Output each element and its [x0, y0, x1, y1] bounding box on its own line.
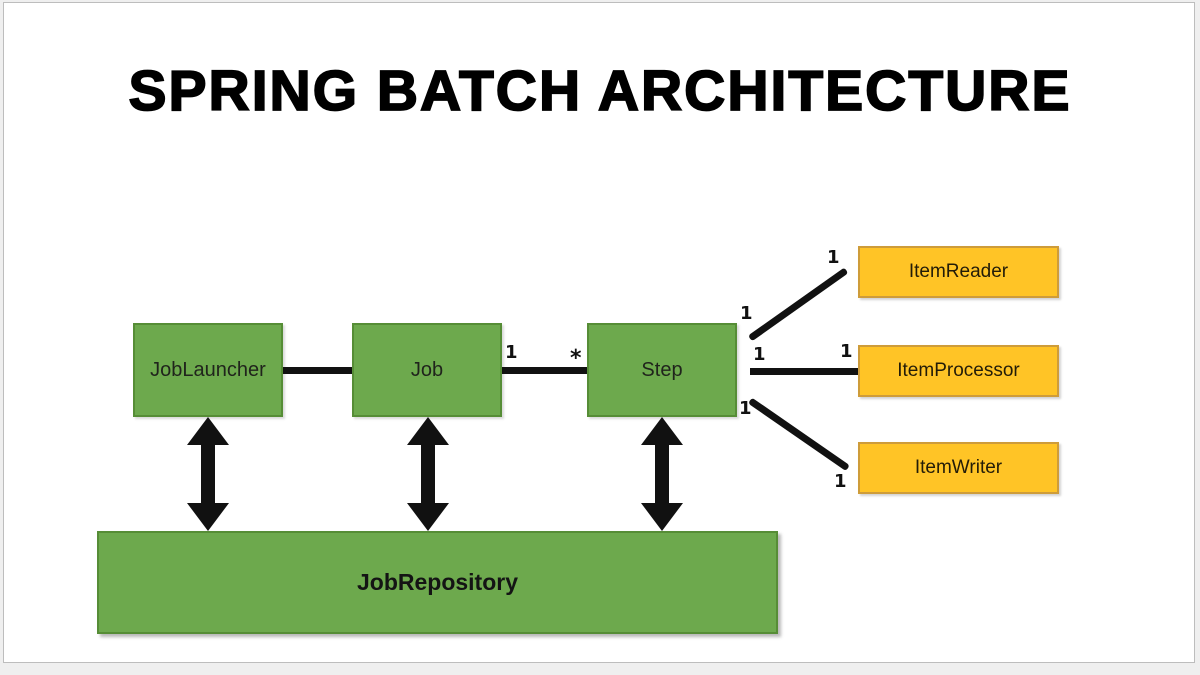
page-title: SPRING BATCH ARCHITECTURE — [128, 59, 1072, 123]
step-label: Step — [641, 358, 683, 381]
job-label: Job — [410, 358, 444, 381]
job-launcher-label: JobLauncher — [150, 358, 266, 381]
multiplicity-step-reader-far: 1 — [827, 247, 840, 268]
connector-step-writer — [748, 397, 850, 472]
item-processor-box: ItemProcessor — [858, 345, 1059, 397]
item-writer-label: ItemWriter — [914, 457, 1003, 478]
connector-step-reader — [747, 267, 849, 342]
item-reader-label: ItemReader — [908, 261, 1009, 282]
multiplicity-step-reader-near: 1 — [740, 303, 753, 324]
job-repository-box: JobRepository — [97, 531, 778, 634]
item-processor-label: ItemProcessor — [897, 360, 1020, 381]
connector-job-step — [502, 367, 587, 374]
double-arrow-launcher-repository-icon — [187, 417, 229, 531]
item-writer-box: ItemWriter — [858, 442, 1059, 494]
connector-launcher-job — [283, 367, 352, 374]
step-box: Step — [587, 323, 737, 417]
multiplicity-step-writer-near: 1 — [739, 398, 752, 419]
multiplicity-step-processor-far: 1 — [840, 341, 853, 362]
connector-step-processor — [750, 368, 858, 375]
double-arrow-step-repository-icon — [641, 417, 683, 531]
job-repository-label: JobRepository — [356, 569, 519, 595]
multiplicity-step-writer-far: 1 — [834, 471, 847, 492]
item-reader-box: ItemReader — [858, 246, 1059, 298]
multiplicity-step-side: * — [570, 346, 582, 371]
multiplicity-step-processor-near: 1 — [753, 344, 766, 365]
multiplicity-job-side: 1 — [505, 342, 518, 363]
double-arrow-job-repository-icon — [407, 417, 449, 531]
job-launcher-box: JobLauncher — [133, 323, 283, 417]
job-box: Job — [352, 323, 502, 417]
